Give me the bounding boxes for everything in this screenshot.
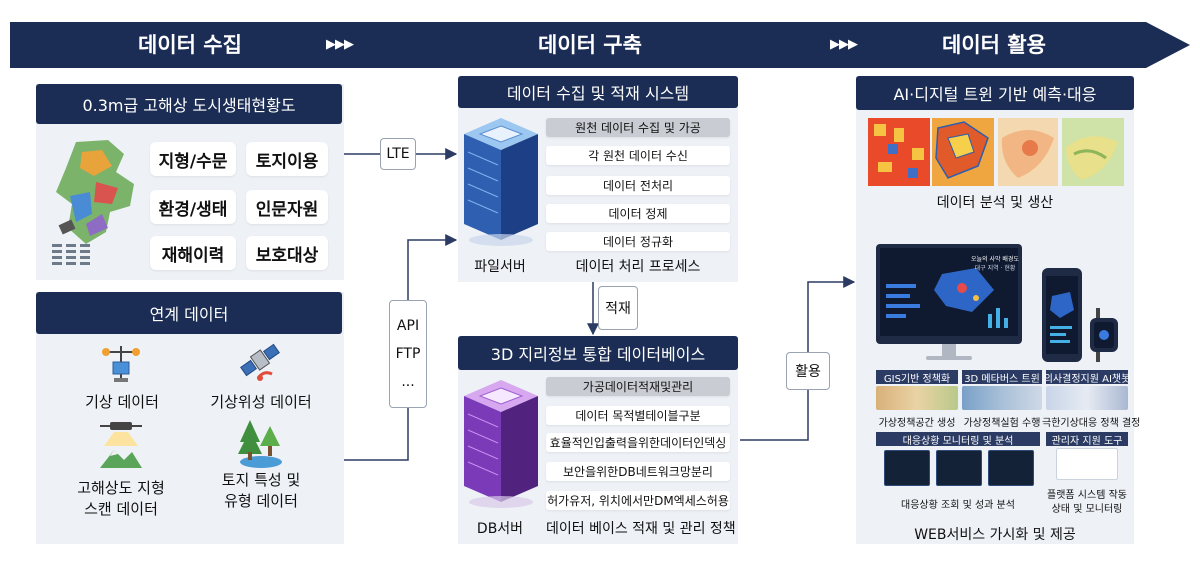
metaverse-thumbnail: [962, 386, 1042, 410]
drone-terrain-scan-icon: [100, 422, 142, 468]
linked-data-title: 연계 데이터: [36, 292, 342, 334]
mini-cap-ai-chatbot: 극한기상대응 정책 결정: [1042, 418, 1141, 429]
admin-screen: [1056, 448, 1118, 480]
mini-cap-metaverse: 가상정책실험 수행: [963, 418, 1041, 429]
utilization-title: AI·디지털 트윈 기반 예측·대응: [856, 76, 1134, 110]
connector-etc-label: ...: [401, 374, 415, 390]
stage-banner: [10, 22, 1190, 68]
chip-environment-ecology: 환경/생태: [150, 190, 236, 224]
chip-disaster-history: 재해이력: [150, 236, 236, 270]
monitor-screen-3: [988, 450, 1034, 486]
db-row-table: 데이터 목적별테이블구분: [546, 406, 730, 425]
db-server-icon: [464, 380, 538, 508]
connector-lte: LTE: [380, 138, 416, 170]
database-title: 3D 지리정보 통합 데이터베이스: [458, 336, 738, 370]
screen-text-2: 대구 지역 · 현황: [974, 265, 1016, 272]
chip-terrain-hydrology: 지형/수문: [150, 142, 236, 176]
land-trees-icon: [238, 420, 282, 468]
system-row-receive: 각 원천 데이터 수신: [546, 146, 730, 165]
source-weather-satellite-label: 기상위성 데이터: [210, 393, 312, 411]
mini-head-ai-chatbot: 의사결정지원 AI챗봇: [1044, 370, 1130, 385]
db-server-label: DB서버: [476, 521, 524, 537]
monitor-screen-2: [936, 450, 982, 486]
mini-cap-gis: 가상정책공간 생성: [878, 418, 956, 429]
mini-head-metaverse: 3D 메타버스 트윈: [962, 370, 1042, 385]
chip-land-use: 토지이용: [246, 142, 328, 176]
connector-ftp-label: FTP: [395, 346, 421, 362]
db-caption: 데이터 베이스 적재 및 관리 정책: [546, 521, 736, 537]
system-row-preprocess: 데이터 전처리: [546, 176, 730, 195]
screen-text-1: 오늘의 사막 배경도: [971, 256, 1019, 263]
stage-arrow-1: ▶▶▶: [326, 37, 354, 52]
chatbot-thumbnail: [1046, 386, 1128, 410]
source-terrain-scan-label: 고해상도 지형 스캔 데이터: [77, 479, 165, 518]
connector-api-label: API: [396, 318, 420, 334]
collection-system-title: 데이터 수집 및 적재 시스템: [458, 76, 738, 108]
process-caption: 데이터 처리 프로세스: [575, 259, 701, 275]
stage-utilization-label: 데이터 활용: [942, 33, 1046, 57]
monitor-caption: 대응상황 조회 및 성과 분석: [901, 500, 1015, 511]
system-row-cleanse: 데이터 정제: [546, 204, 730, 223]
admin-caption-1: 플랫폼 시스템 작동: [1047, 490, 1127, 501]
system-row-head: 원천 데이터 수집 및 가공: [546, 118, 730, 137]
dashboard-monitor-icon: [876, 244, 1022, 360]
admin-caption-2: 상태 및 모니터링: [1051, 504, 1123, 515]
satellite-icon: [240, 343, 280, 381]
db-row-access: 허가유저, 위치에서만DM엑세스허용: [546, 491, 730, 510]
monitor-screen-1: [884, 450, 930, 486]
mini-head-gis: GIS기반 정책화: [876, 370, 958, 385]
db-row-network: 보안을위한DB네트워크망분리: [546, 462, 730, 481]
db-row-index: 효율적인입출력을위한데이터인덱싱: [546, 433, 730, 452]
connector-api-ftp: API FTP ...: [389, 300, 427, 408]
source-land-type-label: 토지 특성 및 유형 데이터: [221, 471, 301, 510]
connector-accumulate: 적재: [598, 286, 638, 330]
source-weather-label: 기상 데이터: [85, 393, 159, 411]
monitor-head: 대응상황 모니터링 및 분석: [876, 432, 1040, 447]
file-server-icon: [464, 118, 538, 246]
ortho-map-title: 0.3m급 고해상 도시생태현황도: [36, 84, 342, 124]
chip-protected-targets: 보호대상: [246, 236, 328, 270]
city-ecology-map-icon: [52, 140, 134, 265]
connector-utilize: 활용: [786, 352, 830, 390]
system-row-normalize: 데이터 정규화: [546, 232, 730, 251]
chip-cultural-resources: 인문자원: [246, 190, 328, 224]
mobile-and-watch-icon: [1042, 268, 1118, 362]
stage-build-label: 데이터 구축: [538, 33, 642, 57]
analysis-heatmaps: [868, 118, 1124, 186]
weather-station-icon: [102, 346, 140, 382]
stage-collection-label: 데이터 수집: [138, 33, 242, 57]
analysis-caption: 데이터 분석 및 생산: [936, 195, 1054, 211]
gis-thumbnail: [876, 386, 958, 410]
web-service-caption: WEB서비스 가시화 및 제공: [914, 527, 1076, 543]
linked-data-panel: [36, 292, 344, 544]
admin-head: 관리자 지원 도구: [1046, 432, 1128, 447]
file-server-label: 파일서버: [474, 259, 526, 275]
db-row-head: 가공데이터적재및관리: [546, 377, 730, 396]
stage-arrow-2: ▶▶▶: [830, 37, 858, 52]
